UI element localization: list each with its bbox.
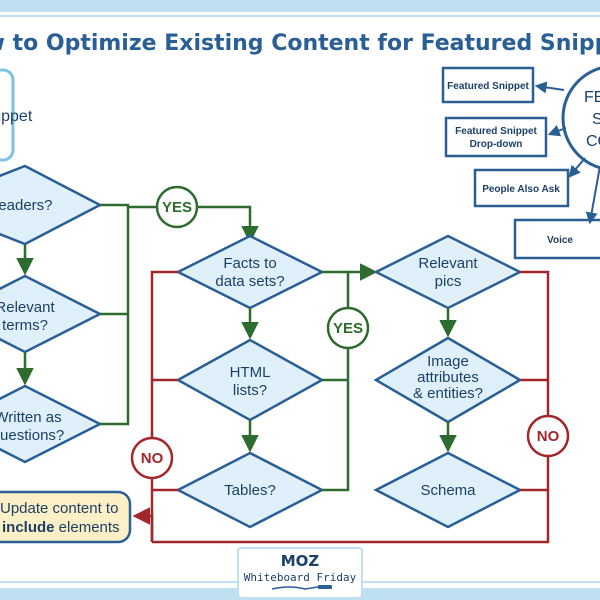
voice-box: [513, 218, 600, 260]
headers-label: Headers?: [0, 197, 53, 214]
people-also-ask-box: [473, 168, 570, 208]
hub-arrow-dropdown: [547, 125, 567, 137]
relevant-terms-label-2: terms?: [2, 317, 48, 334]
marker-pen-icon: [271, 586, 319, 590]
featured-snippet-content-hub: [561, 66, 600, 170]
facts-label-1: Facts to: [223, 255, 276, 272]
yes-badge-1: [155, 185, 199, 229]
no-badge-1: [130, 436, 174, 480]
page-title: How to Optimize Existing Content for Fea…: [0, 31, 600, 56]
update-content-rest: elements: [55, 519, 120, 536]
people-also-ask-label: People Also Ask: [482, 184, 560, 195]
schema-label: Schema: [420, 482, 476, 499]
hub-label-1: FEATURED: [584, 89, 600, 106]
hub-arrow-voice: [585, 165, 600, 225]
written-questions-label-1: Written as: [0, 409, 62, 426]
show-name: Whiteboard Friday: [244, 571, 357, 584]
featured-snippet-dropdown-label-2: Drop-down: [470, 139, 523, 150]
relevant-pics-label-1: Relevant: [418, 255, 478, 272]
top-frame: [0, 0, 600, 12]
featured-snippet-box: [441, 66, 535, 104]
image-attributes-label-3: & entities?: [413, 385, 483, 402]
featured-snippet-dropdown-box: [444, 116, 548, 158]
facts-label-2: data sets?: [215, 273, 284, 290]
hub-label-3: CONTENT: [586, 133, 600, 150]
yes-badge-2-label: YES: [333, 320, 363, 337]
hub-label-2: SNIPPET: [592, 111, 600, 128]
image-attributes-label-1: Image: [427, 353, 469, 370]
no-badge-1-label: NO: [141, 450, 164, 467]
yes-badge-1-label: YES: [162, 199, 192, 216]
no-badge-2: [526, 414, 570, 458]
featured-snippet-dropdown-label-1: Featured Snippet: [455, 126, 537, 137]
relevant-pics-label-2: pics: [435, 273, 462, 290]
arrow-to-update: [132, 507, 154, 542]
no-bracket-right: [152, 270, 550, 544]
update-content-line-2: include elements: [2, 519, 120, 536]
hub-arrow-people-also-ask: [568, 157, 586, 178]
no-badge-2-label: NO: [537, 428, 560, 445]
hub-arrow-featured-snippet: [534, 81, 565, 94]
image-attributes-label-2: attributes: [417, 369, 479, 386]
start-node-label: Snippet: [0, 108, 33, 125]
featured-snippet-label: Featured Snippet: [447, 81, 529, 92]
no-bracket-middle: [150, 270, 178, 542]
update-content-bold: include: [2, 519, 55, 536]
relevant-terms-label-1: Relevant: [0, 299, 55, 316]
update-content-box: [0, 490, 132, 544]
moz-logo: MOZ: [281, 552, 320, 570]
written-questions-label-2: questions?: [0, 427, 64, 444]
start-node: [0, 68, 15, 162]
yes-badge-2: [326, 306, 370, 350]
voice-label: Voice: [547, 235, 573, 246]
tables-label: Tables?: [224, 482, 276, 499]
marker-cap-icon: [318, 585, 332, 589]
html-lists-label-1: HTML: [230, 364, 271, 381]
facts-decision: [175, 234, 325, 310]
relevant-pics-decision: [373, 234, 523, 310]
update-content-line-1: Update content to: [0, 500, 118, 517]
html-lists-label-2: lists?: [233, 382, 267, 399]
